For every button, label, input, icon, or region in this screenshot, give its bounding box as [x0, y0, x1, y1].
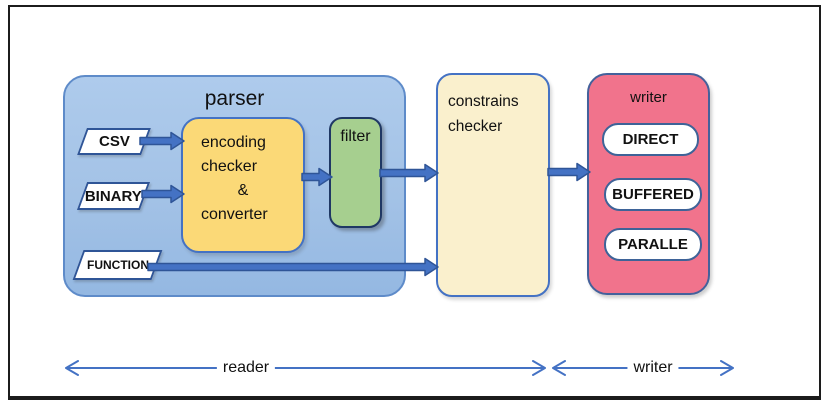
encoder-node: encoding checker & converter — [181, 117, 305, 253]
writer-label: writer — [630, 89, 667, 106]
parser-label: parser — [204, 87, 265, 110]
encoder-label-line: checker — [201, 158, 258, 175]
filter-node: filter — [329, 117, 382, 228]
writer-mode-buffered-label: BUFFERED — [612, 186, 694, 203]
encoder-label-line: encoding — [201, 134, 266, 151]
constraints-checker-node: constrains checker — [436, 73, 550, 297]
writer-mode-direct: DIRECT — [602, 123, 699, 156]
input-binary: BINARY — [76, 182, 151, 210]
writer-node: writer DIRECT BUFFERED PARALLE — [587, 73, 710, 295]
input-function: FUNCTION — [72, 250, 163, 280]
input-csv-label: CSV — [98, 133, 130, 150]
reader-span-label: reader — [216, 359, 276, 377]
constraints-label-line: checker — [448, 118, 503, 135]
encoder-label-line: converter — [201, 206, 268, 223]
input-csv: CSV — [77, 128, 151, 155]
constraints-label-line: constrains — [448, 93, 519, 110]
filter-label: filter — [340, 128, 371, 145]
writer-mode-buffered: BUFFERED — [604, 178, 702, 211]
writer-mode-paralle-label: PARALLE — [618, 236, 688, 253]
input-function-label: FUNCTION — [86, 258, 149, 272]
encoder-label-line: & — [237, 182, 249, 199]
diagram-border — [8, 5, 821, 400]
writer-span-label: writer — [627, 359, 679, 377]
input-binary-label: BINARY — [85, 187, 142, 205]
writer-mode-paralle: PARALLE — [604, 228, 702, 261]
writer-mode-direct-label: DIRECT — [622, 131, 679, 148]
